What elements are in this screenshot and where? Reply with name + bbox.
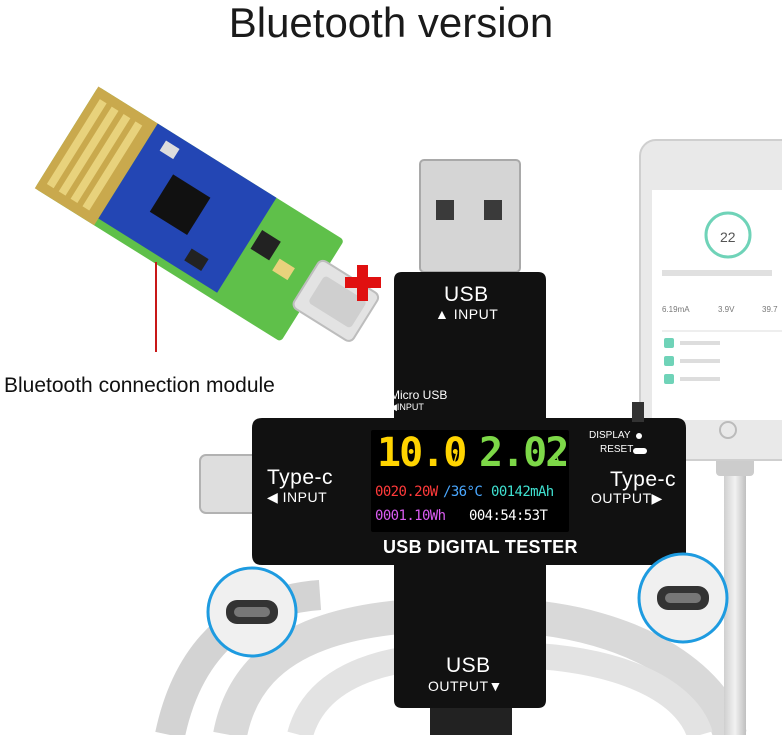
- capacity-value: 00142mAh: [491, 484, 554, 500]
- right-port-title: Type-c: [610, 468, 677, 491]
- phone-stat-3: 39.7: [762, 305, 778, 314]
- lcd-screen: 10.0 V 2.02 A 0020.20W /36°C 00142mAh 00…: [371, 430, 569, 532]
- left-port-subtitle: ◀ INPUT: [267, 489, 328, 505]
- energy-value: 0001.10Wh: [375, 508, 446, 524]
- module-caption: Bluetooth connection module: [4, 374, 275, 397]
- plus-icon: [345, 265, 381, 301]
- current-unit: A: [551, 450, 561, 468]
- voltage-unit: V: [449, 450, 459, 468]
- page-title: Bluetooth version: [228, 0, 554, 46]
- voltage-value: 10.0: [377, 430, 467, 476]
- phone-gauge-value: 22: [720, 229, 736, 245]
- bottom-port-title: USB: [446, 654, 491, 677]
- bottom-port-subtitle: OUTPUT▼: [428, 678, 503, 694]
- left-port-title: Type-c: [267, 466, 334, 489]
- right-port-subtitle: OUTPUT▶: [591, 490, 663, 506]
- phone-stat-1: 6.19mA: [662, 305, 690, 314]
- phone-stat-2: 3.9V: [718, 305, 735, 314]
- micro-port-subtitle: ◀INPUT: [390, 402, 424, 412]
- micro-port-title: Micro USB: [390, 388, 448, 402]
- device-brand-label: USB DIGITAL TESTER: [383, 537, 578, 557]
- power-value: 0020.20W: [375, 484, 438, 500]
- time-value: 004:54:53T: [469, 508, 548, 524]
- top-port-subtitle: ▲ INPUT: [435, 306, 499, 322]
- current-value: 2.02: [479, 430, 569, 476]
- display-button-label: DISPLAY: [589, 430, 631, 441]
- top-port-title: USB: [444, 283, 489, 306]
- reset-button-label: RESET: [600, 444, 634, 455]
- temperature-value: /36°C: [443, 484, 483, 500]
